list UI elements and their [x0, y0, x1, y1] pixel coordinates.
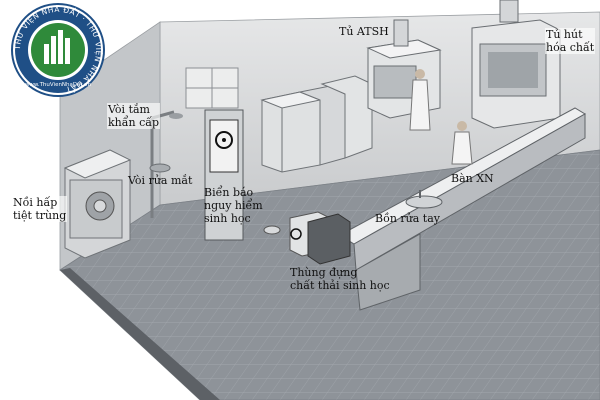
floor-edge	[60, 268, 220, 400]
label-eye-wash: Vòi rửa mắt	[128, 174, 193, 187]
biohazard-sign-shape	[204, 109, 244, 241]
logo-bottom-text: www.ThuVienNhaDat.vn	[25, 82, 92, 88]
floor	[59, 149, 600, 400]
autoclave-shape	[63, 149, 132, 259]
label-hand-sink: Bồn rửa tay	[375, 212, 440, 225]
label-biosafety-cabinet: Tủ ATSH	[339, 25, 389, 38]
lab-worker-figure	[409, 69, 473, 165]
refrigerators-shape	[260, 75, 373, 173]
waste-bin-shape	[263, 211, 351, 265]
hand-sink-shape	[405, 190, 443, 209]
thuviennhadat-logo: THƯ VIỆN NHÀ ĐẤT · THƯ VIỆN NHÀ ĐẤT www.…	[11, 3, 105, 97]
label-lab-bench: Bàn XN	[451, 172, 494, 185]
